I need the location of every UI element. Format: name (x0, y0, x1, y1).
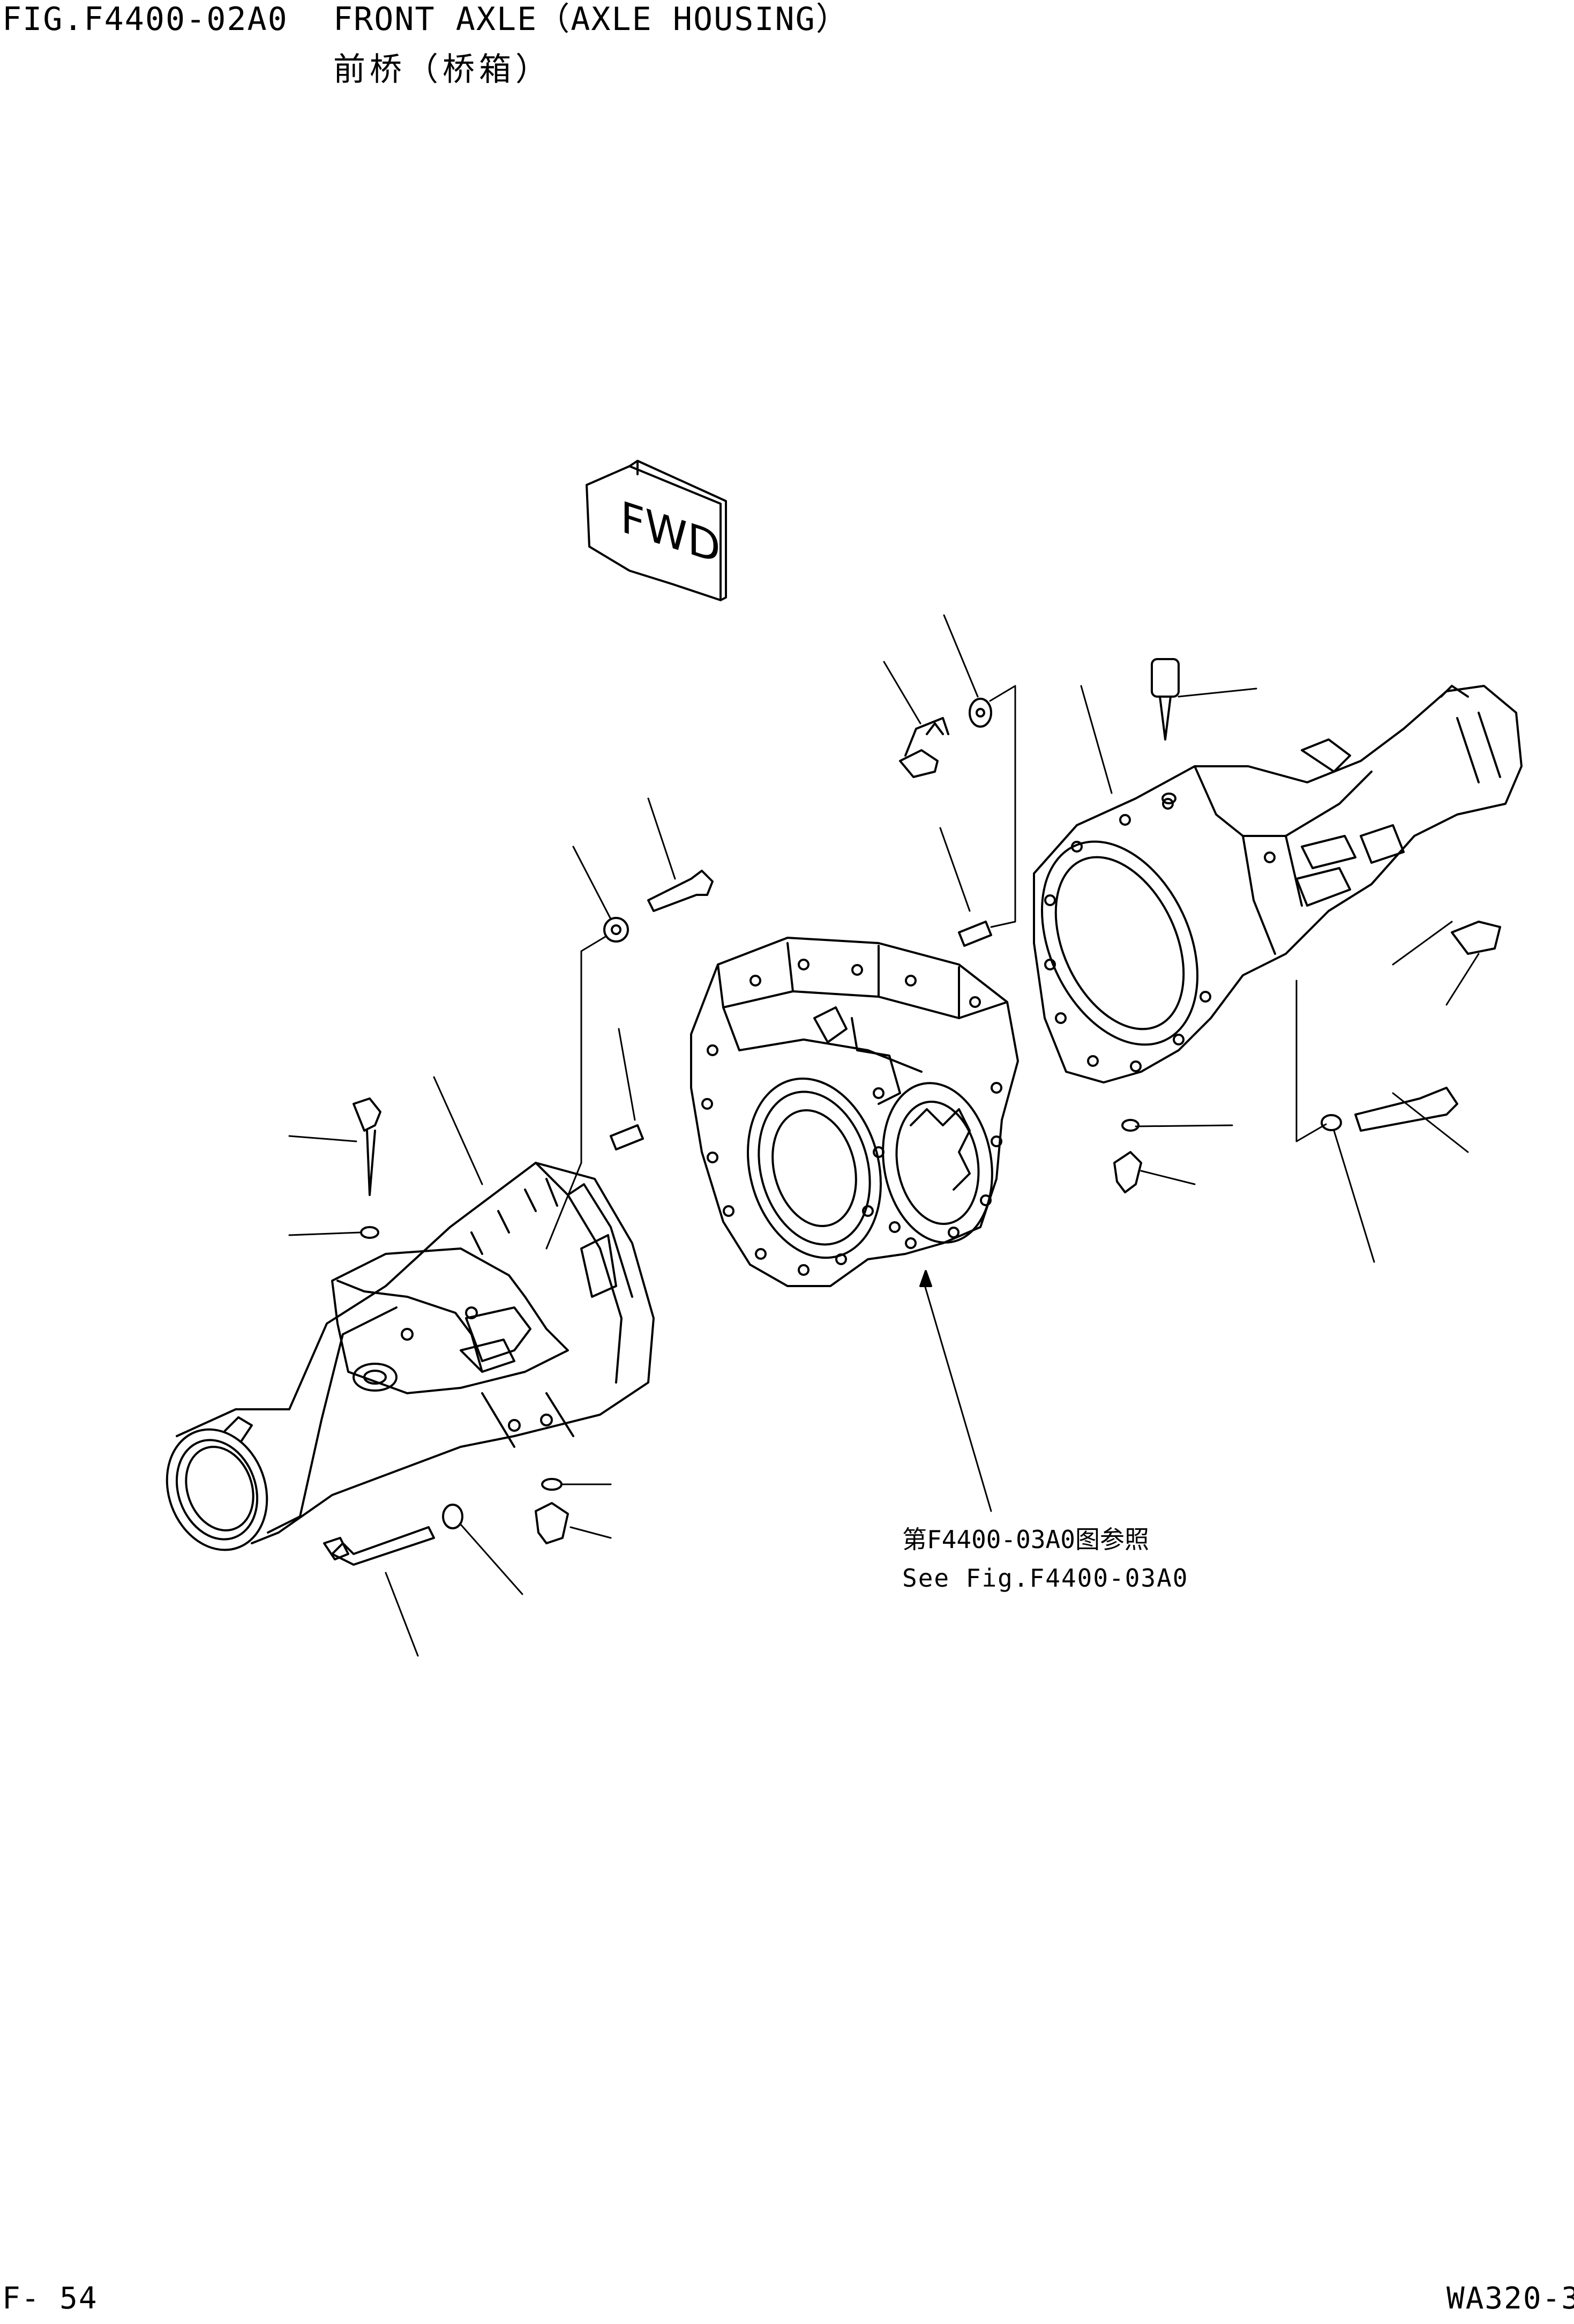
page-title-chinese: 前桥（桥箱） (333, 51, 552, 88)
differential-carrier-housing (691, 938, 1018, 1286)
fasteners (324, 659, 1500, 1565)
page-number: F- 54 (2, 2281, 98, 2316)
page-title-english: FRONT AXLE（AXLE HOUSING） (333, 1, 849, 38)
left-axle-housing (151, 1163, 654, 1564)
forward-arrow-icon: FWD (587, 461, 726, 600)
model-number: WA320-3 (1446, 2281, 1574, 2316)
reference-arrow-icon (920, 1271, 931, 1286)
leader-lines (289, 615, 1479, 1656)
reference-note-english[interactable]: See Fig.F4400-03A0 (902, 1564, 1189, 1593)
figure-number: FIG.F4400-02A0 (2, 1, 288, 38)
reference-note-chinese: 第F4400-03A0图参照 (902, 1525, 1149, 1554)
right-axle-housing (1011, 686, 1521, 1082)
